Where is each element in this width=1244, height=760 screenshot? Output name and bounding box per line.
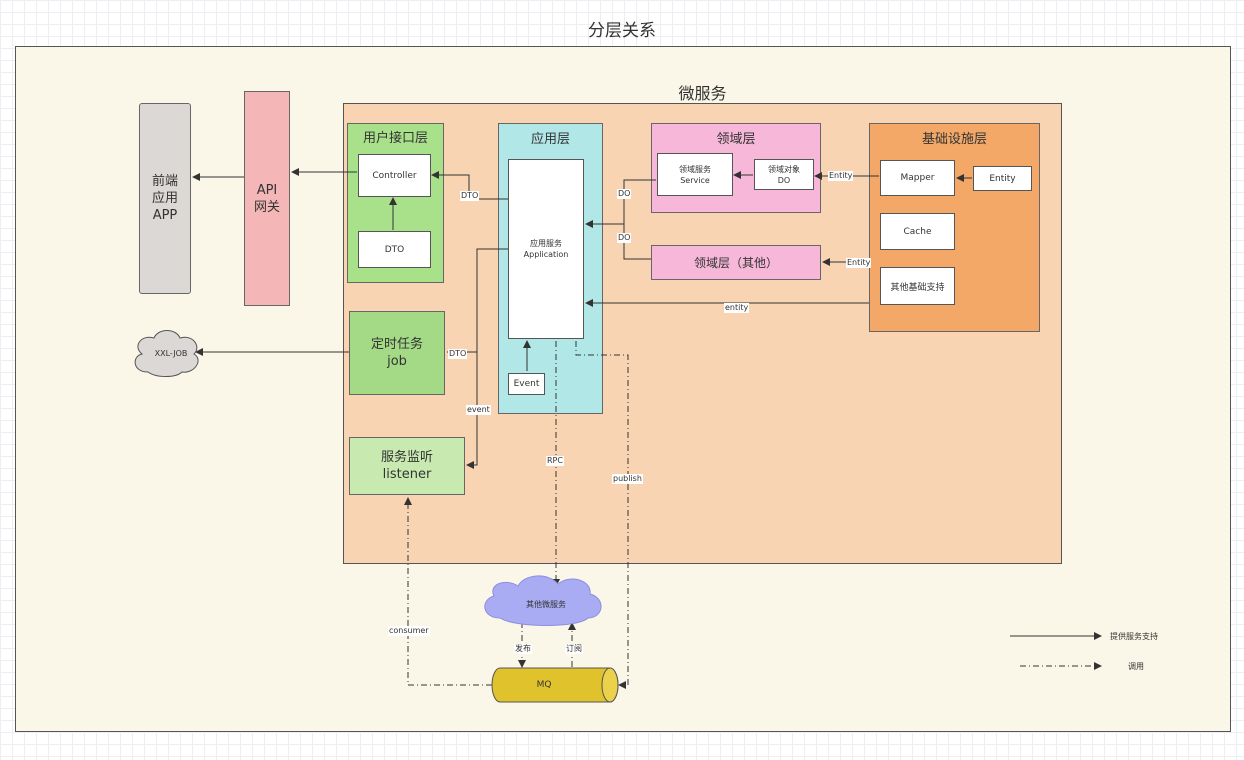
legend-call-label: 调用 [1128, 662, 1144, 671]
edge-label-consumer: consumer [388, 626, 430, 636]
mq-label: MQ [536, 680, 552, 690]
legend-support-label: 提供服务支持 [1110, 632, 1158, 641]
edge-app-listener [466, 248, 508, 469]
other-infra-support-node: 其他基础支持 [880, 267, 955, 305]
user-interface-layer-title: 用户接口层 [362, 130, 428, 146]
api-gateway-node: API 网关 [244, 91, 290, 306]
infrastructure-layer-title: 基础设施层 [921, 131, 987, 147]
edge-label-do-bottom: DO [617, 233, 632, 243]
edge-label-publish: publish [612, 474, 643, 484]
edge-app-controller [431, 171, 508, 200]
application-service-node: 应用服务 Application [508, 159, 584, 339]
domain-service-node: 领域服务 Service [657, 153, 733, 196]
mapper-node: Mapper [880, 160, 955, 196]
edge-label-rpc: RPC [546, 456, 564, 466]
edge-label-entity-domain-other: Entity [846, 258, 872, 268]
domain-layer-other: 领域层（其他） [651, 245, 821, 280]
domain-object-node: 领域对象 DO [754, 159, 814, 190]
edge-label-event: event [466, 405, 491, 415]
edge-label-do-top: DO [617, 189, 632, 199]
other-services-cloud [484, 575, 602, 626]
cache-node: Cache [880, 213, 955, 250]
frontend-app-node: 前端 应用 APP [139, 103, 191, 294]
application-layer-title: 应用层 [530, 131, 570, 147]
edge-label-dingyue: 订阅 [565, 644, 583, 654]
edge-domain-app [585, 179, 656, 228]
edge-label-entity-app: entity [724, 303, 750, 313]
microservice-title: 微服务 [678, 84, 727, 103]
edge-label-fabu: 发布 [514, 644, 532, 654]
edge-label-entity-domain: Entity [828, 171, 854, 181]
edge-label-dto-controller: DTO [460, 191, 480, 201]
event-node: Event [508, 373, 545, 395]
controller-node: Controller [358, 154, 431, 197]
domain-layer-title: 领域层 [716, 131, 756, 147]
other-services-label: 其他微服务 [526, 599, 566, 609]
xxl-job-label: XXL-JOB [154, 348, 188, 358]
domain-layer: 领域层 领域服务 Service 领域对象 DO [651, 123, 821, 213]
infrastructure-layer: 基础设施层 Mapper Entity Cache 其他基础支持 [869, 123, 1040, 332]
xxl-job-cloud [134, 330, 199, 377]
service-listener-node: 服务监听 listener [349, 437, 465, 495]
scheduled-job-node: 定时任务 job [349, 311, 445, 395]
edge-publish [575, 341, 629, 689]
dto-node: DTO [358, 231, 431, 268]
edge-consumer [404, 497, 492, 686]
entity-node: Entity [973, 166, 1032, 191]
diagram-title: 分层关系 [588, 20, 656, 41]
edge-label-dto-job: DTO [448, 349, 468, 359]
